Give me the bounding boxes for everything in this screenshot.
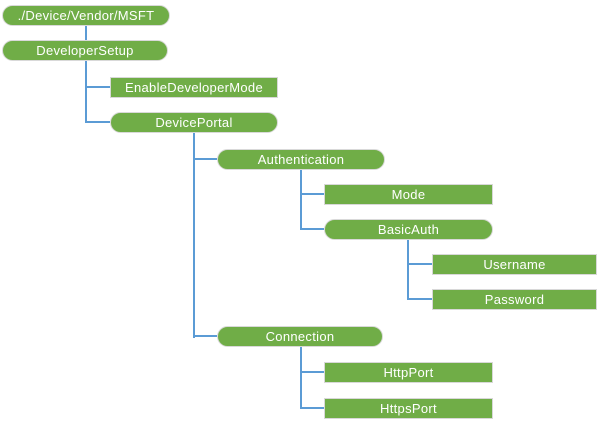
- node-connection: Connection: [217, 326, 383, 347]
- connector-branch-basicauth: [300, 228, 324, 230]
- node-mode: Mode: [324, 184, 493, 205]
- node-root: ./Device/Vendor/MSFT: [2, 5, 170, 26]
- connector-branch-deviceportal: [85, 121, 110, 123]
- connector-branch-connection: [193, 335, 217, 337]
- connector-branch-mode: [300, 193, 324, 195]
- connector-branch-httpport: [300, 371, 324, 373]
- connector-branch-authentication: [193, 158, 217, 160]
- connector-basicauth-trunk: [407, 240, 409, 300]
- connector-authentication-trunk: [300, 170, 302, 230]
- connector-root-to-developersetup: [85, 26, 87, 40]
- connector-connection-trunk: [300, 347, 302, 409]
- connector-branch-enabledevelopermode: [85, 86, 110, 88]
- connector-branch-httpsport: [300, 407, 324, 409]
- node-https-port: HttpsPort: [324, 398, 493, 419]
- node-developer-setup: DeveloperSetup: [2, 40, 168, 61]
- connector-deviceportal-trunk: [193, 133, 195, 338]
- node-password: Password: [432, 289, 597, 310]
- node-authentication: Authentication: [217, 149, 385, 170]
- node-http-port: HttpPort: [324, 362, 493, 383]
- connector-branch-password: [407, 298, 432, 300]
- connector-branch-username: [407, 263, 432, 265]
- connector-developersetup-trunk: [85, 61, 87, 123]
- node-device-portal: DevicePortal: [110, 112, 278, 133]
- node-enable-developer-mode: EnableDeveloperMode: [110, 77, 278, 98]
- node-username: Username: [432, 254, 597, 275]
- node-basic-auth: BasicAuth: [324, 219, 493, 240]
